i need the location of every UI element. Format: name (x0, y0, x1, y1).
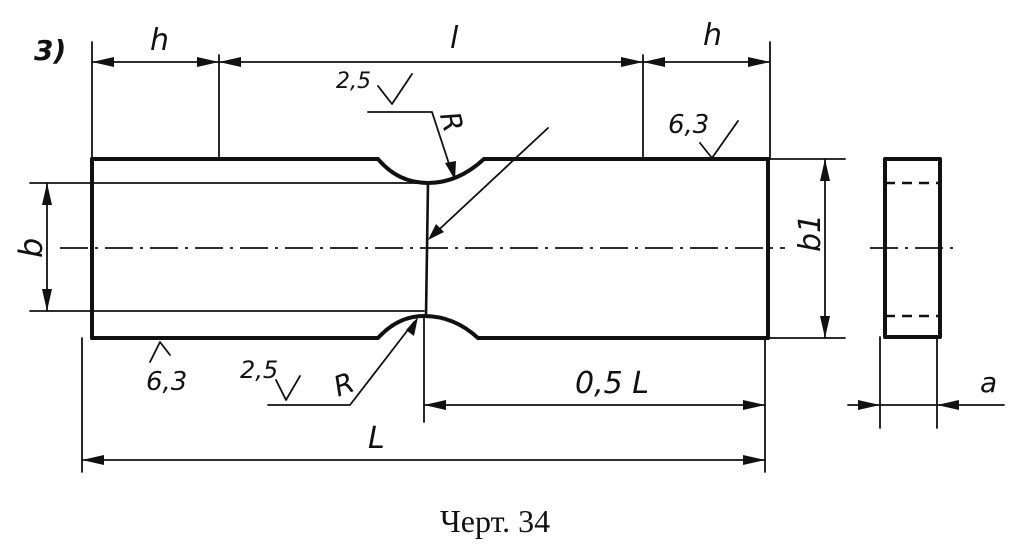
dim-a-label: a (980, 366, 997, 399)
dim-l-label: l (450, 21, 459, 56)
view-label: 3) (34, 34, 66, 67)
extension-lines (29, 41, 938, 473)
top-edge (90, 157, 770, 185)
radius-bottom-label: R (329, 366, 359, 404)
bottom-edge (90, 314, 770, 340)
dim-L-label: L (368, 421, 385, 456)
dim-h-right-label: h (703, 18, 722, 53)
figure-caption: Черт. 34 (440, 503, 550, 539)
roughness-notch-top-label: 2,5 (336, 69, 371, 94)
dim-b1-label: b1 (793, 214, 828, 252)
roughness-top-right-label: 6,3 (668, 110, 709, 140)
dimension-lines (42, 57, 1005, 465)
dim-b-label: b (12, 238, 50, 258)
radius-top-label: R (433, 108, 470, 135)
roughness-bottom-left-label: 6,3 (146, 367, 187, 397)
notch-section-line (424, 181, 430, 318)
side-view (870, 157, 958, 339)
roughness-notch-bottom-label: 2,5 (240, 356, 278, 384)
leaders (149, 73, 739, 406)
dim-h-left-label: h (150, 23, 169, 58)
dim-half-L-label: 0,5 L (575, 366, 649, 401)
